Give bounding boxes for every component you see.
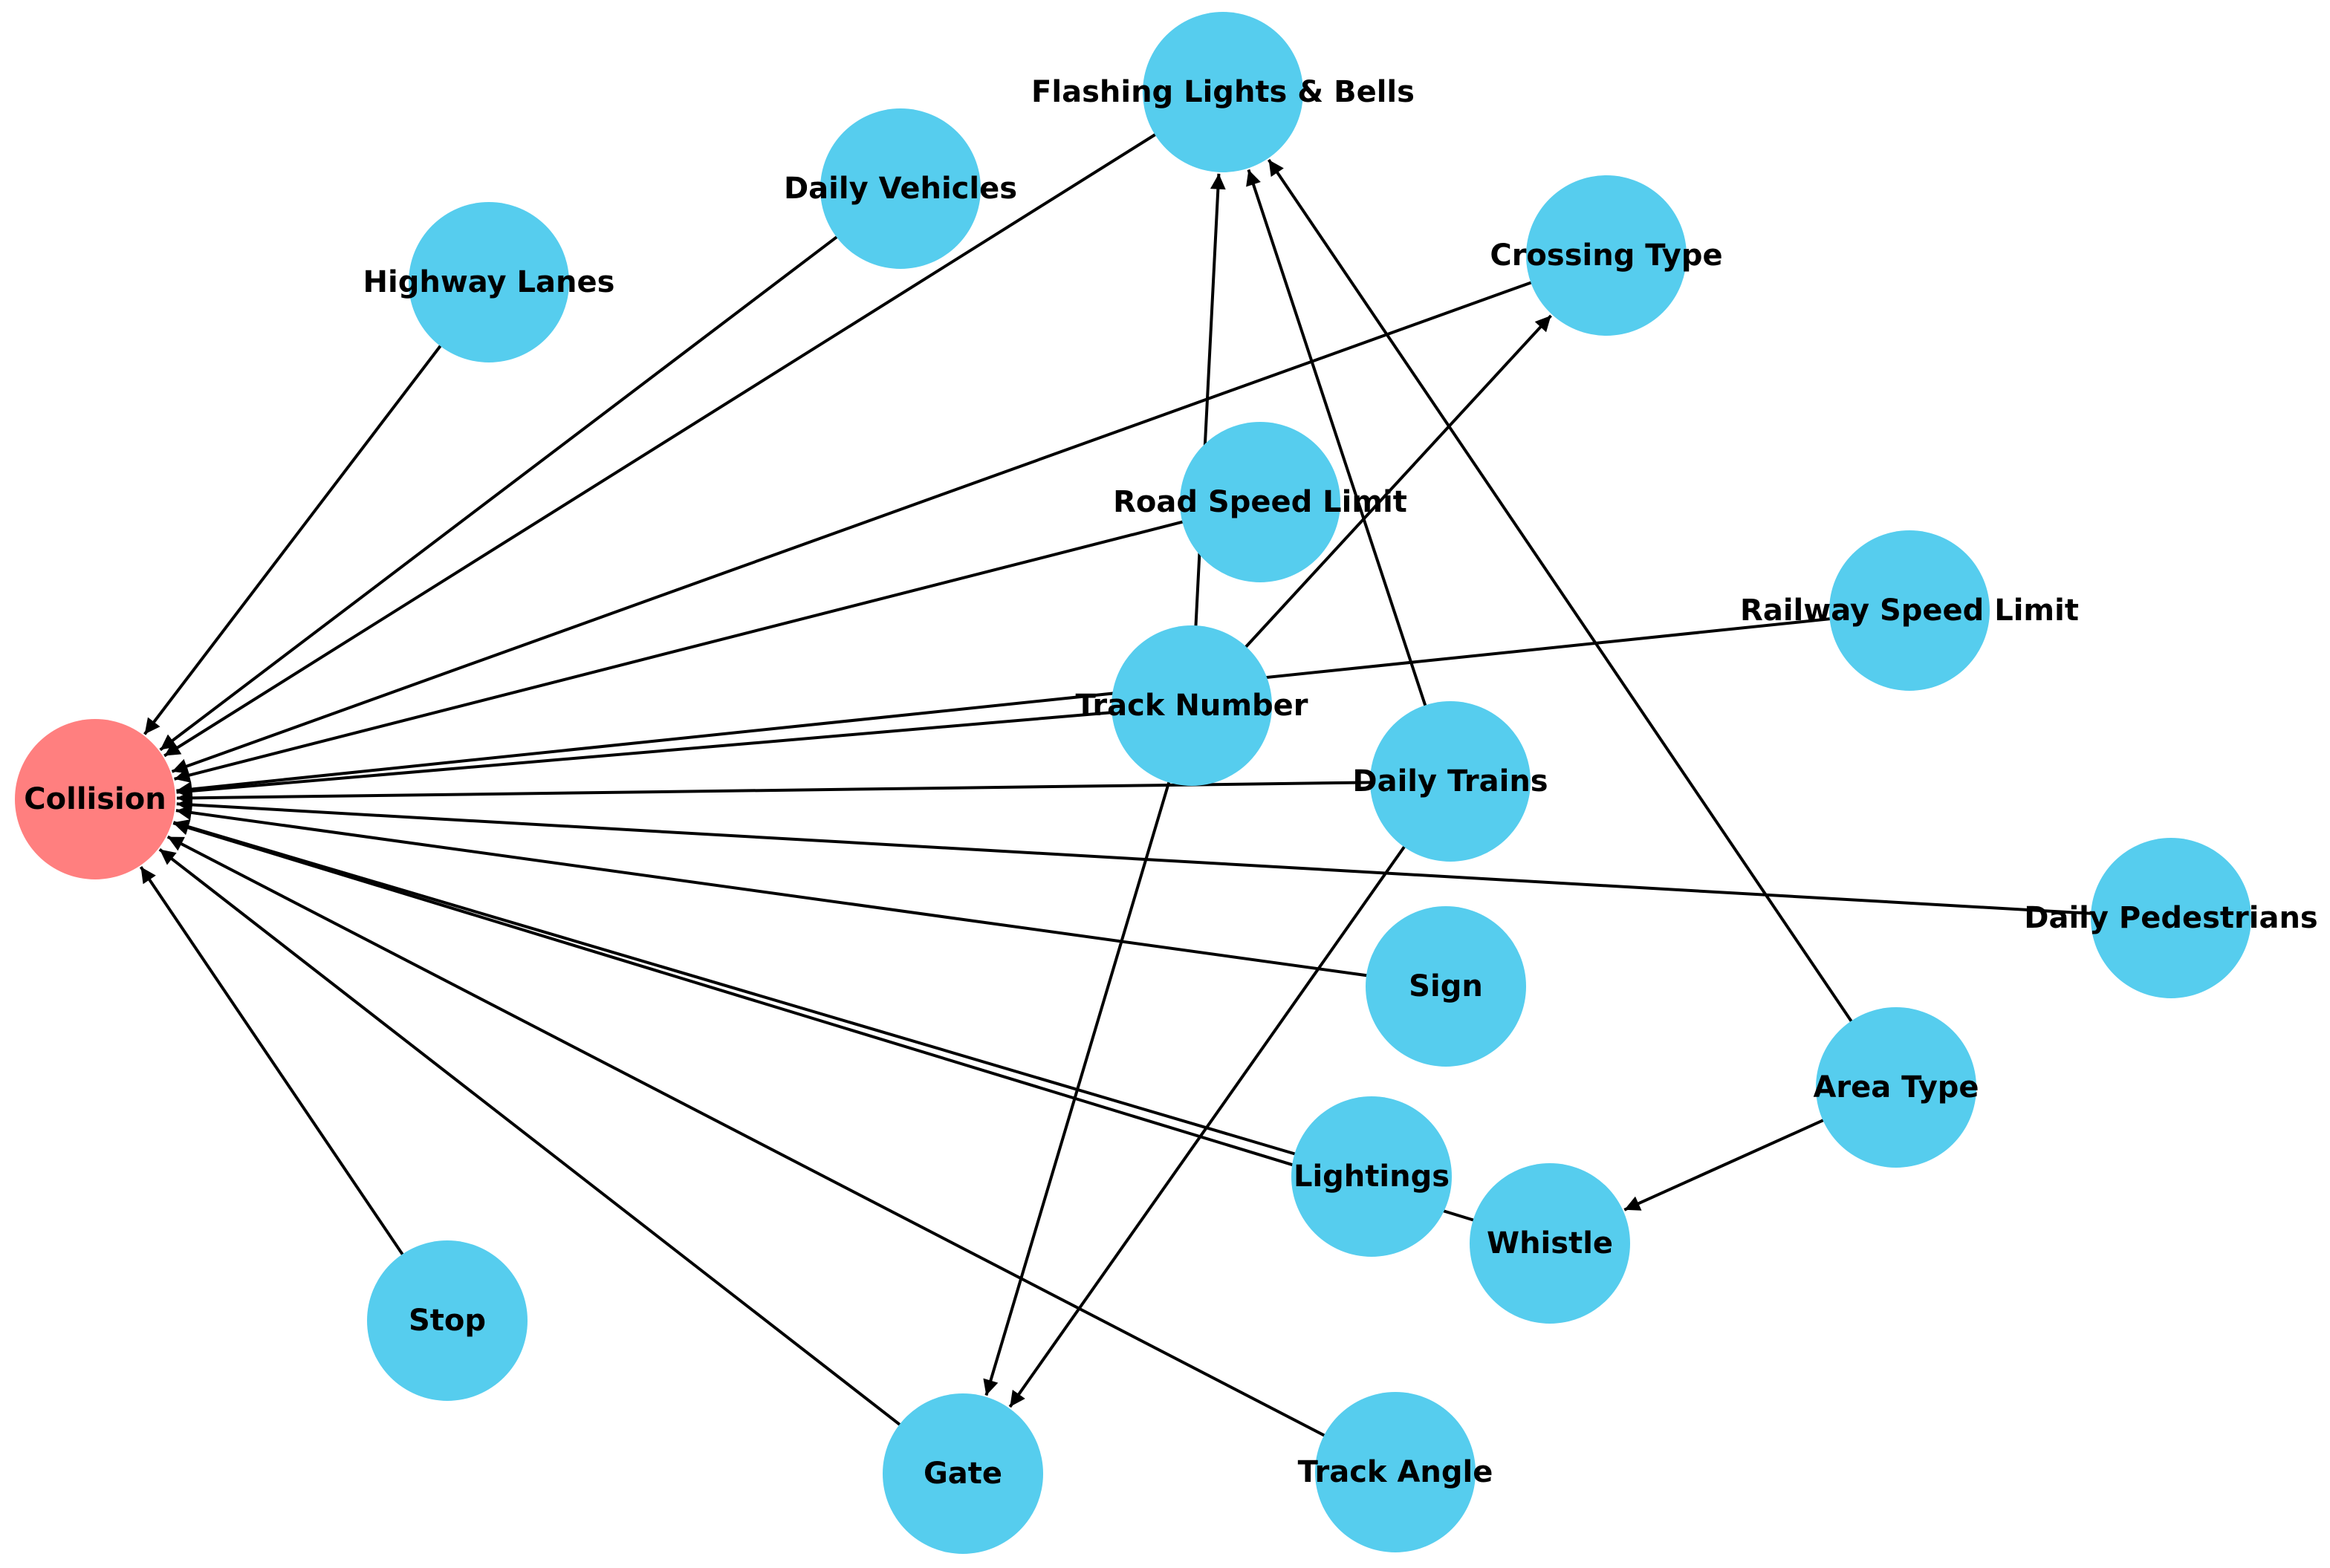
- edge-daily_trains-to-gate: [1008, 843, 1407, 1408]
- node-gate: Gate: [883, 1393, 1043, 1554]
- node-label-railway_speed: Railway Speed Limit: [1740, 593, 2079, 628]
- edge-area_type-to-whistle: [1623, 1117, 1827, 1211]
- node-circle-daily_trains: [1370, 701, 1531, 862]
- node-label-flashing: Flashing Lights & Bells: [1031, 75, 1415, 109]
- node-daily_pedestrians: Daily Pedestrians: [2024, 838, 2318, 998]
- edge-lightings-to-collision: [172, 819, 1298, 1157]
- node-circle-sign: [1366, 906, 1526, 1067]
- edge-track_number-to-crossing_type: [1242, 314, 1552, 650]
- node-sign: Sign: [1366, 906, 1526, 1067]
- node-circle-railway_speed: [1829, 530, 1990, 691]
- node-circle-road_speed: [1180, 422, 1340, 582]
- edge-track_number-to-collision: [176, 710, 1115, 799]
- node-circle-lightings: [1291, 1096, 1452, 1257]
- edge-highway_lanes-to-collision: [143, 342, 444, 735]
- edge-crossing_type-to-collision: [171, 280, 1534, 774]
- node-railway_speed: Railway Speed Limit: [1740, 530, 2079, 691]
- edge-sign-to-collision: [175, 804, 1370, 977]
- node-circle-track_angle: [1315, 1392, 1476, 1552]
- node-circle-daily_vehicles: [820, 108, 981, 269]
- edge-daily_trains-to-collision: [176, 781, 1374, 806]
- edge-daily_pedestrians-to-collision: [176, 797, 2094, 916]
- node-flashing: Flashing Lights & Bells: [1031, 12, 1415, 172]
- edge-gate-to-collision: [158, 848, 903, 1428]
- node-circle-track_number: [1112, 625, 1272, 786]
- edge-area_type-to-flashing: [1267, 159, 1854, 1024]
- node-whistle: Whistle: [1470, 1163, 1630, 1324]
- node-highway_lanes: Highway Lanes: [363, 202, 615, 362]
- node-road_speed: Road Speed Limit: [1113, 422, 1407, 582]
- node-stop: Stop: [367, 1240, 528, 1401]
- node-label-collision: Collision: [24, 782, 166, 816]
- node-label-daily_pedestrians: Daily Pedestrians: [2024, 901, 2317, 935]
- node-circle-collision: [15, 719, 175, 879]
- edge-flashing-to-collision: [163, 131, 1158, 758]
- node-label-daily_trains: Daily Trains: [1352, 764, 1548, 798]
- node-circle-whistle: [1470, 1163, 1630, 1324]
- node-area_type: Area Type: [1813, 1007, 1979, 1168]
- node-circle-highway_lanes: [409, 202, 569, 362]
- node-label-gate: Gate: [924, 1457, 1002, 1491]
- edge-track_angle-to-collision: [166, 835, 1328, 1438]
- node-label-track_angle: Track Angle: [1298, 1455, 1493, 1489]
- node-collision: Collision: [15, 719, 175, 879]
- edge-stop-to-collision: [139, 866, 406, 1258]
- node-circle-daily_pedestrians: [2091, 838, 2251, 998]
- node-circle-area_type: [1816, 1007, 1976, 1168]
- node-label-whistle: Whistle: [1487, 1226, 1613, 1260]
- node-label-sign: Sign: [1409, 969, 1483, 1003]
- node-label-road_speed: Road Speed Limit: [1113, 485, 1407, 519]
- edges-layer: [139, 131, 2094, 1438]
- node-track_angle: Track Angle: [1298, 1392, 1493, 1552]
- node-circle-stop: [367, 1240, 528, 1401]
- edge-daily_trains-to-flashing: [1246, 169, 1428, 709]
- node-crossing_type: Crossing Type: [1490, 175, 1723, 336]
- edge-track_number-to-gate: [983, 779, 1172, 1396]
- node-daily_trains: Daily Trains: [1352, 701, 1548, 862]
- node-label-highway_lanes: Highway Lanes: [363, 265, 615, 299]
- node-daily_vehicles: Daily Vehicles: [784, 108, 1017, 269]
- node-circle-flashing: [1143, 12, 1303, 172]
- edge-road_speed-to-collision: [174, 519, 1186, 783]
- node-lightings: Lightings: [1291, 1096, 1452, 1257]
- edge-whistle-to-collision: [172, 820, 1477, 1223]
- node-circle-crossing_type: [1526, 175, 1687, 336]
- node-label-stop: Stop: [409, 1304, 486, 1338]
- node-circle-gate: [883, 1393, 1043, 1554]
- node-label-track_number: Track Number: [1076, 689, 1308, 723]
- node-label-crossing_type: Crossing Type: [1490, 238, 1722, 273]
- edge-daily_vehicles-to-collision: [159, 234, 840, 752]
- node-label-daily_vehicles: Daily Vehicles: [784, 172, 1017, 206]
- node-label-area_type: Area Type: [1813, 1070, 1979, 1105]
- node-track_number: Track Number: [1076, 625, 1308, 786]
- node-label-lightings: Lightings: [1294, 1159, 1450, 1194]
- edge-railway_speed-to-collision: [176, 617, 1833, 797]
